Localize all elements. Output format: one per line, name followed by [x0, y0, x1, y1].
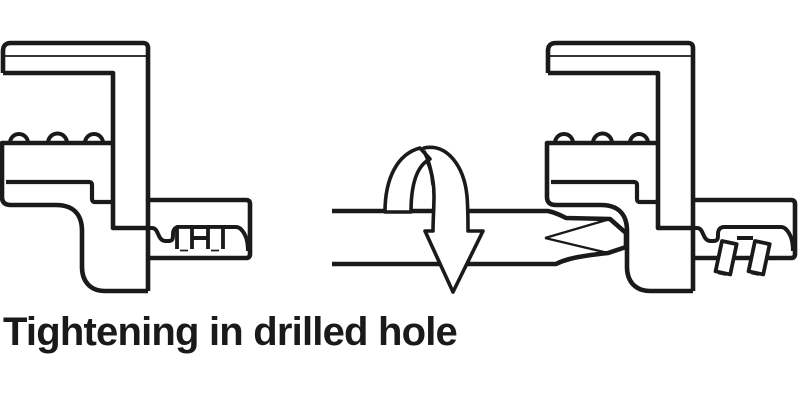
sleeve-tooth-spread	[746, 239, 772, 278]
figure-before-tightening	[2, 43, 250, 291]
sleeve-tooth-spread	[713, 239, 739, 278]
rotation-arrow-leg	[383, 146, 432, 214]
caption: Tightening in drilled hole	[3, 310, 458, 354]
bracket-left	[2, 43, 250, 291]
screwdriver-outline	[332, 208, 629, 267]
sleeve-tooth	[206, 225, 225, 253]
rotation-arrow-icon	[383, 145, 485, 294]
sleeve-tooth	[175, 225, 194, 253]
blade-wedge-lines	[544, 217, 611, 255]
rotation-arrow-cross-line	[422, 150, 435, 186]
